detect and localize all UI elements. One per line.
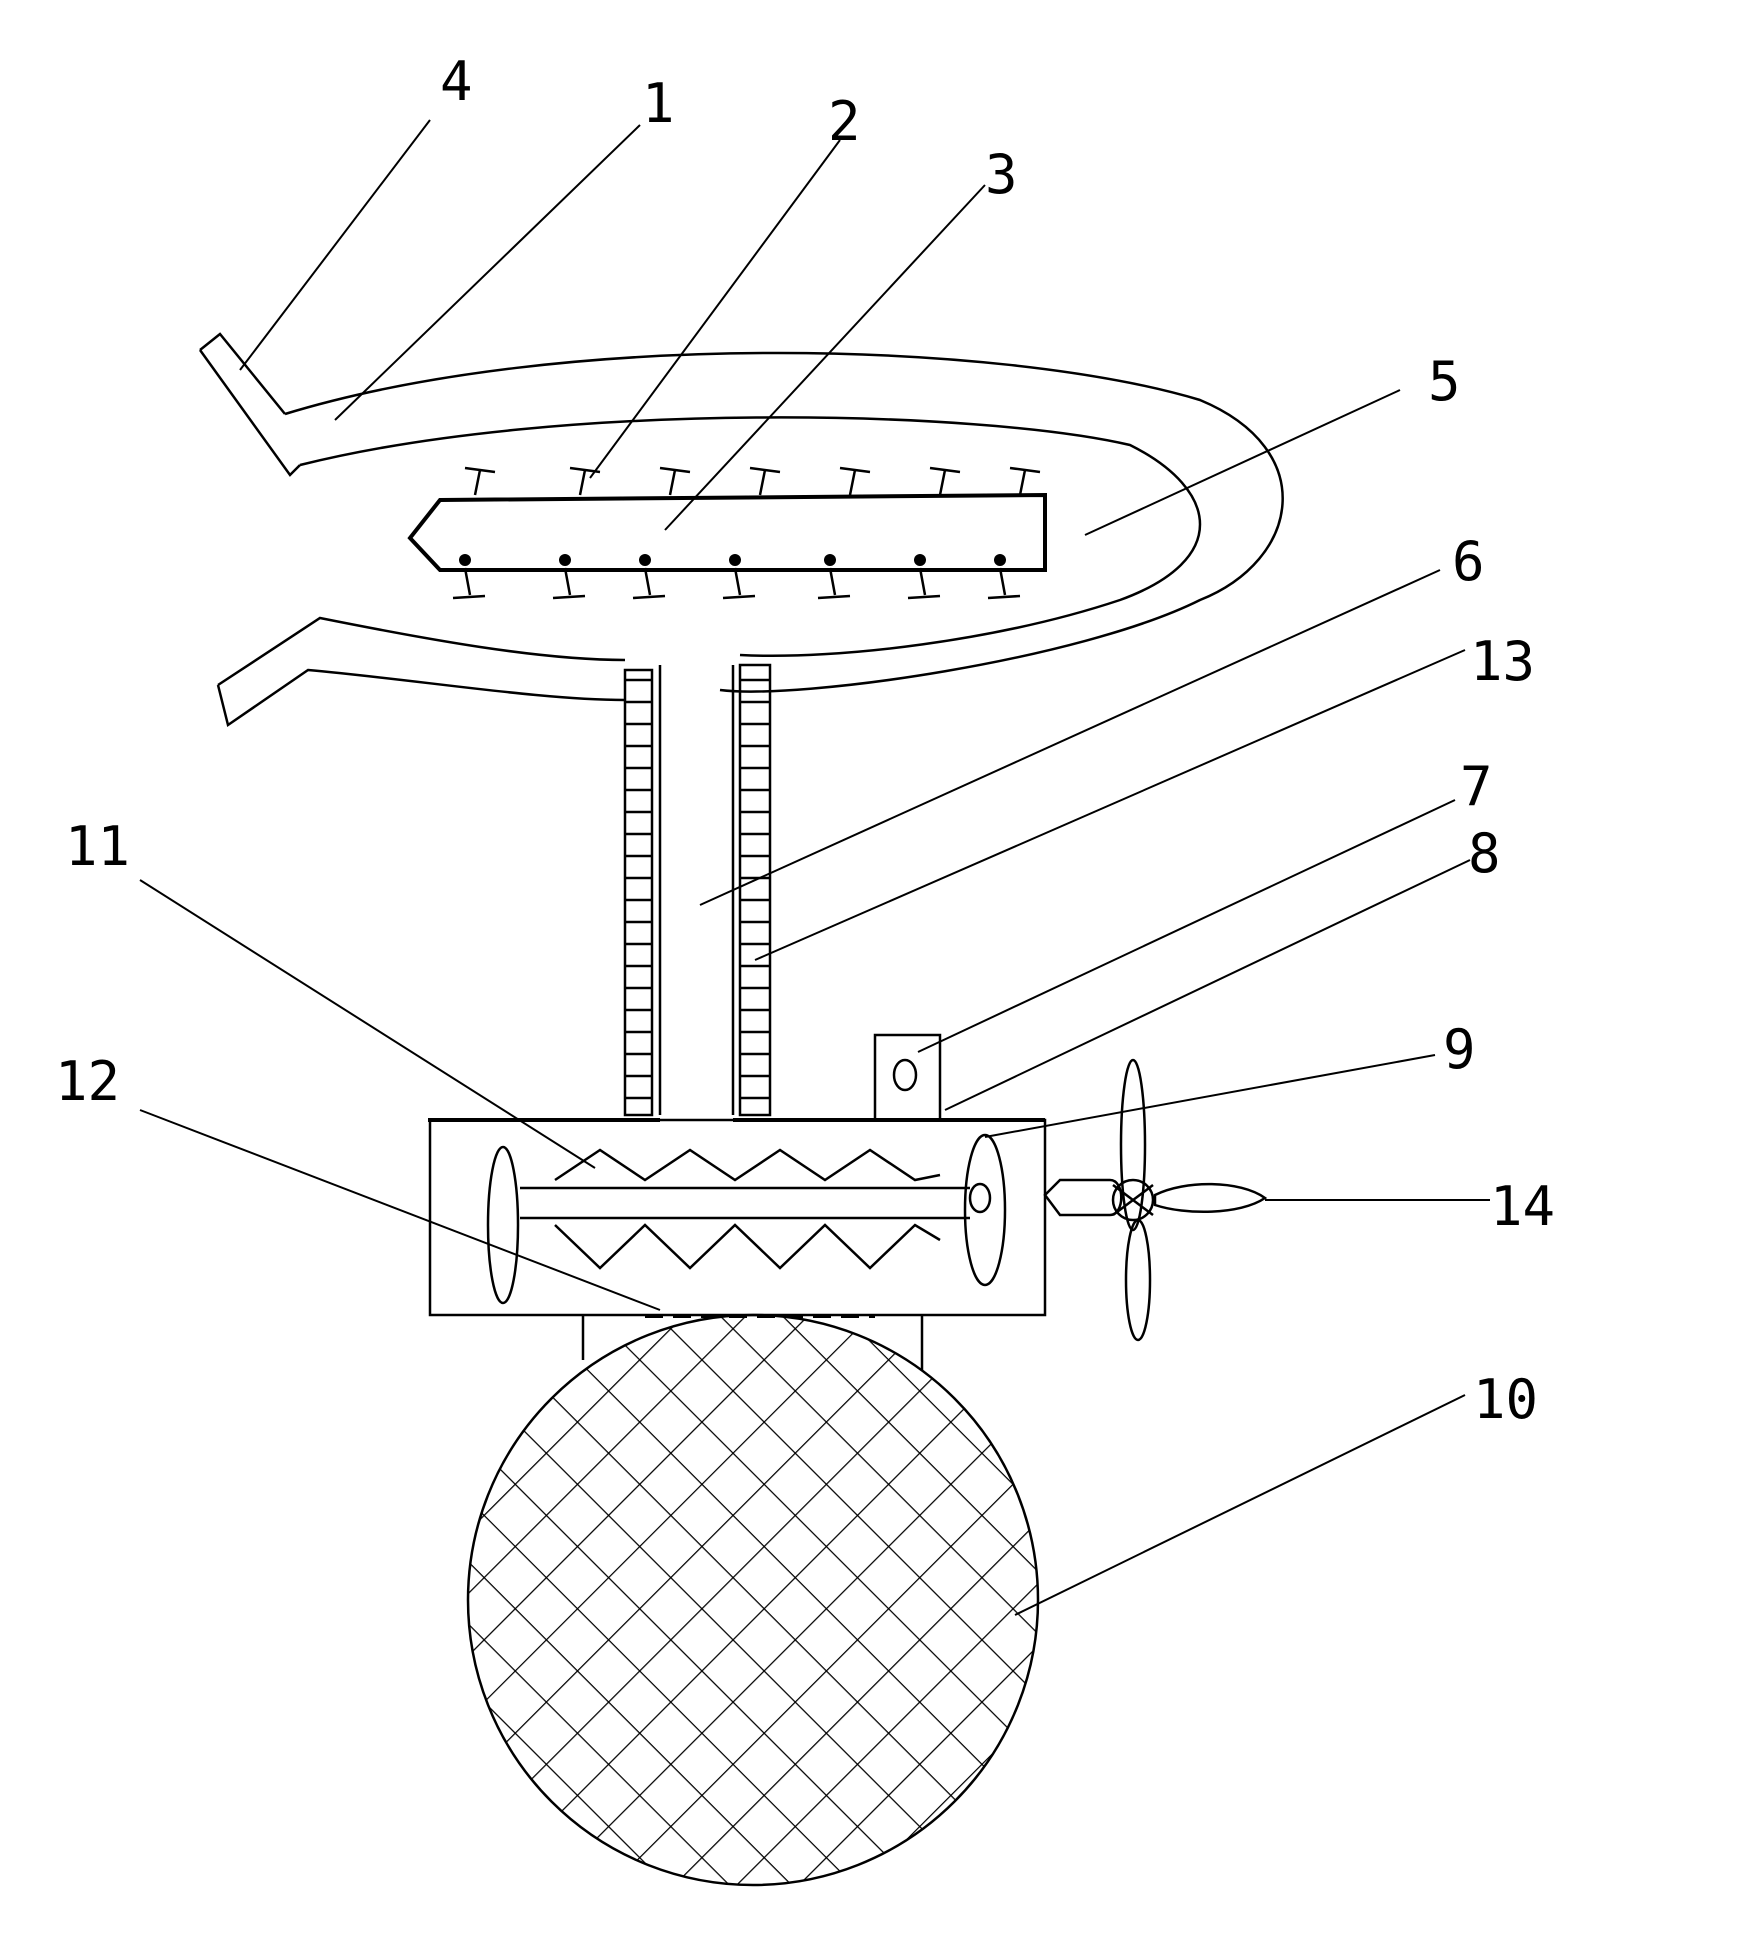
callout-6: 6 (1452, 530, 1485, 593)
callout-5: 5 (1428, 350, 1461, 413)
clips-top (465, 468, 1040, 495)
callout-8: 8 (1468, 822, 1501, 885)
clips-bottom (453, 554, 1020, 598)
central-pipe (625, 665, 770, 1115)
ladder-left (625, 680, 652, 1098)
clip-top (840, 468, 870, 495)
clip-bottom (453, 554, 485, 598)
callout-4: 4 (440, 50, 473, 113)
callout-10: 10 (1473, 1368, 1538, 1431)
clip-top (930, 468, 960, 495)
clip-bottom (988, 554, 1020, 598)
callout-labels: 4 1 2 3 5 6 13 7 8 9 14 10 11 12 (55, 50, 1555, 1431)
clip-top (660, 468, 690, 495)
propeller (1045, 1060, 1265, 1340)
callout-3: 3 (985, 143, 1018, 206)
housing-box (428, 1035, 1045, 1316)
callout-2: 2 (828, 90, 861, 153)
clip-top (465, 468, 495, 495)
ball-cage (468, 1315, 1038, 1885)
clip-top (1010, 468, 1040, 495)
clip-top (750, 468, 780, 495)
clip-bottom (723, 554, 755, 598)
callout-13: 13 (1470, 630, 1535, 693)
clip-bottom (553, 554, 585, 598)
callout-12: 12 (55, 1050, 120, 1113)
ladder-right (740, 680, 770, 1098)
clip-bottom (633, 554, 665, 598)
fixture-bar (410, 468, 1045, 598)
clip-bottom (818, 554, 850, 598)
clip-bottom (908, 554, 940, 598)
callout-9: 9 (1443, 1018, 1476, 1081)
callout-11: 11 (65, 815, 130, 878)
callout-1: 1 (642, 72, 675, 135)
callout-7: 7 (1460, 755, 1493, 818)
callout-14: 14 (1490, 1175, 1555, 1238)
